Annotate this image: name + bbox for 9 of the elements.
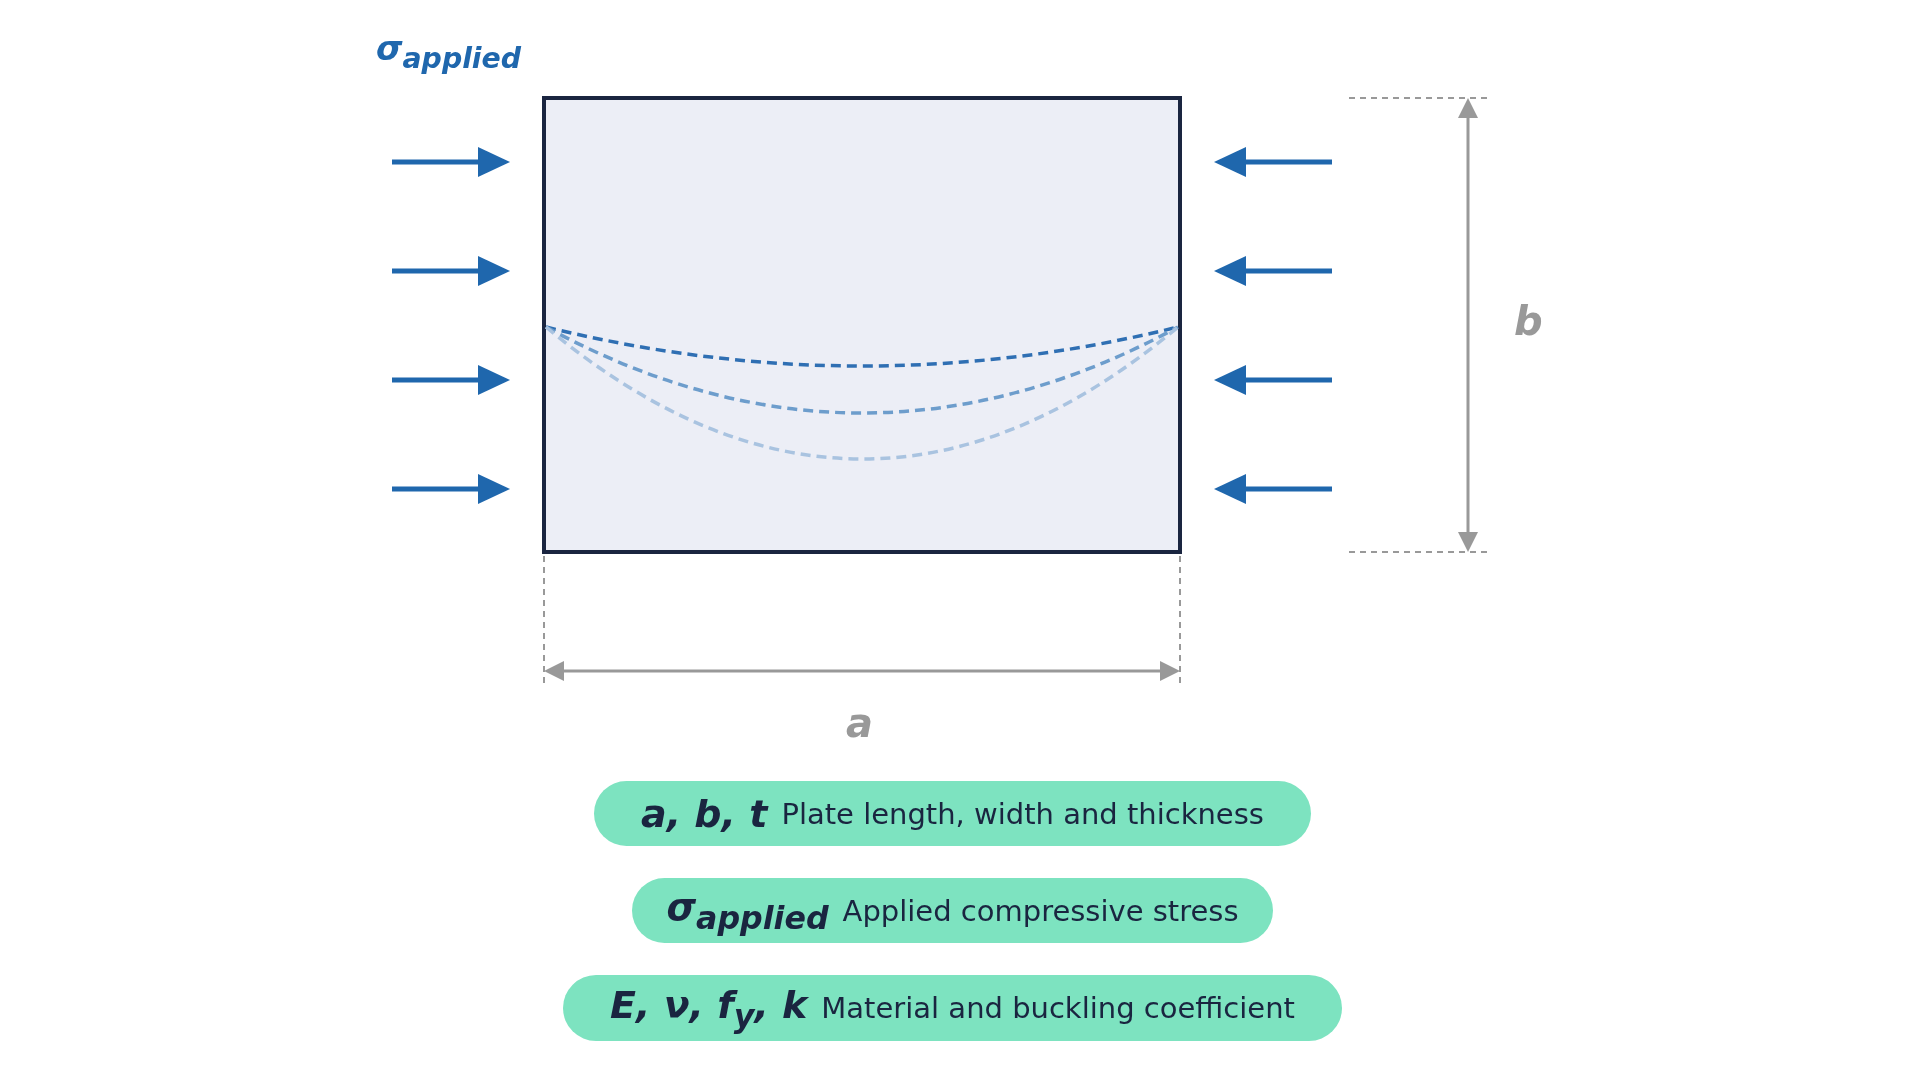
stress-label: σ$_{applied}$ bbox=[376, 28, 522, 75]
description-text: Material and buckling coefficient bbox=[821, 991, 1295, 1025]
symbol-text: E, ν, f$_{y}$, k bbox=[610, 982, 808, 1034]
symbol-text: a, b, t bbox=[641, 791, 768, 836]
description-text: Plate length, width and thickness bbox=[781, 796, 1264, 831]
symbol-text: σ$_{applied}$ bbox=[666, 885, 829, 936]
dimension-label: b bbox=[1514, 298, 1543, 344]
description-text: Applied compressive stress bbox=[842, 893, 1239, 928]
dimension-label: a bbox=[846, 700, 873, 746]
